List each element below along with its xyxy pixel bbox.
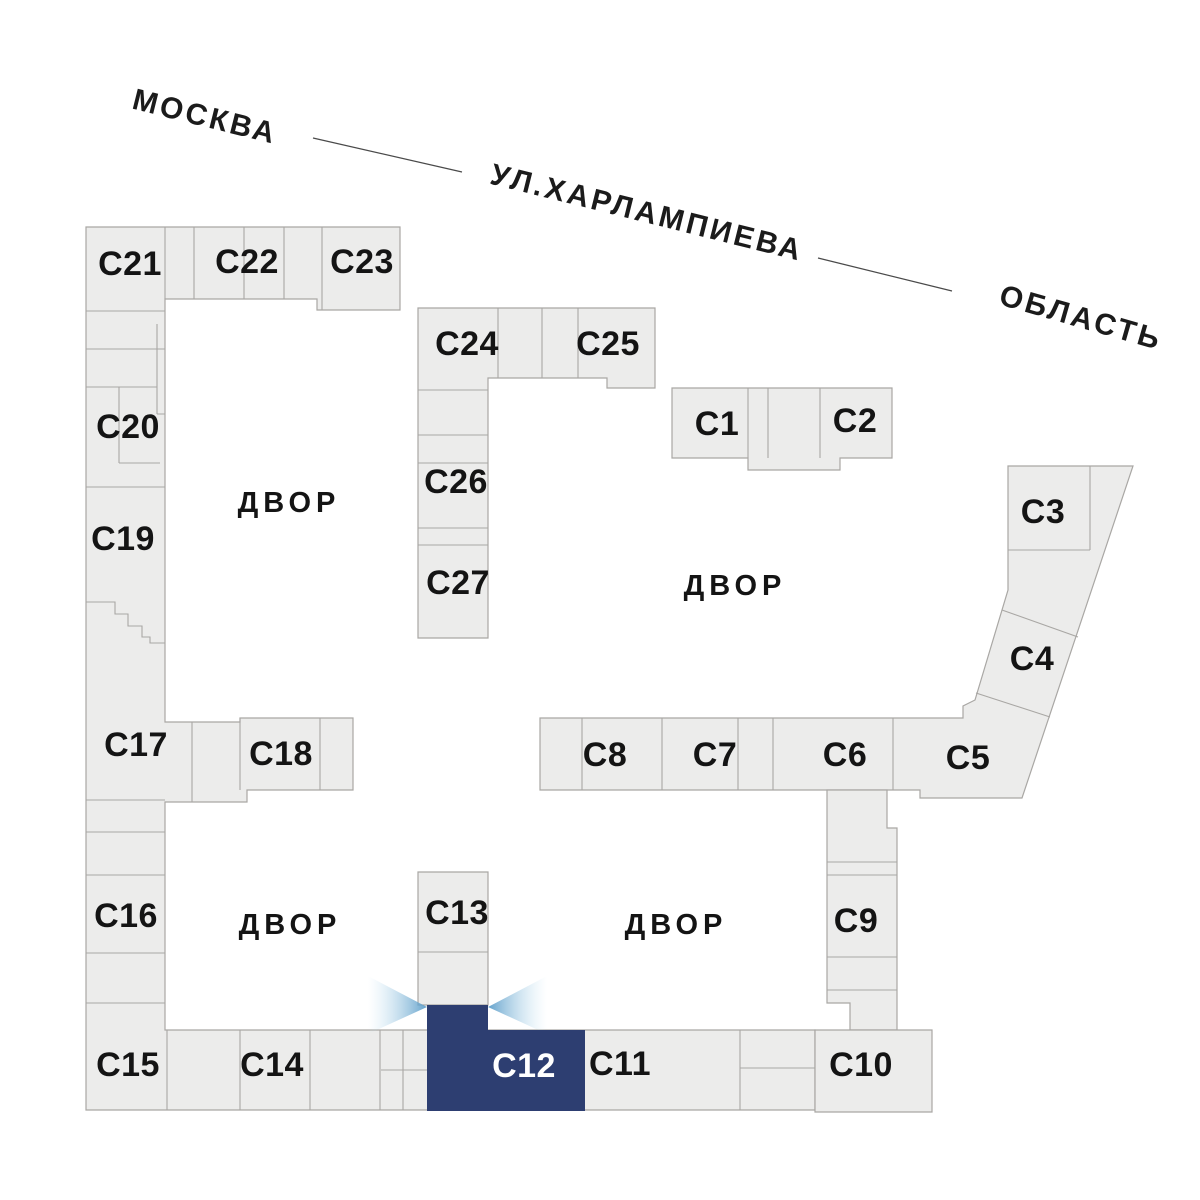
building-label-c10[interactable]: C10 xyxy=(829,1046,893,1084)
building-label-c1[interactable]: C1 xyxy=(695,405,739,443)
building-label-c6[interactable]: C6 xyxy=(823,736,867,774)
building-label-c25[interactable]: C25 xyxy=(576,325,640,363)
building-label-c5[interactable]: C5 xyxy=(946,739,990,777)
building-cluster-c1-c2-outline xyxy=(671,387,893,471)
street-label-moscow: МОСКВА xyxy=(129,83,281,151)
building-label-c8[interactable]: C8 xyxy=(583,736,627,774)
courtyard-labels: ДВОР ДВОР ДВОР ДВОР xyxy=(238,487,787,941)
beam-left xyxy=(368,976,427,1034)
building-c12-shape[interactable] xyxy=(427,1005,585,1111)
building-label-c3[interactable]: C3 xyxy=(1021,493,1065,531)
building-label-c18[interactable]: C18 xyxy=(249,735,313,773)
courtyard-label: ДВОР xyxy=(239,909,342,941)
courtyard-label: ДВОР xyxy=(684,570,787,602)
courtyard-label: ДВОР xyxy=(625,909,728,941)
building-label-c20[interactable]: C20 xyxy=(96,408,160,446)
beam-right xyxy=(488,976,547,1034)
building-label-c22[interactable]: C22 xyxy=(215,243,279,281)
building-label-c14[interactable]: C14 xyxy=(240,1046,304,1084)
building-c10-shape[interactable] xyxy=(814,1029,933,1113)
building-label-c23[interactable]: C23 xyxy=(330,243,394,281)
building-label-c11[interactable]: C11 xyxy=(589,1045,651,1083)
building-label-c17[interactable]: C17 xyxy=(104,726,168,764)
building-label-c21[interactable]: C21 xyxy=(98,245,162,283)
street-label-oblast: ОБЛАСТЬ xyxy=(996,279,1167,357)
building-label-c24[interactable]: C24 xyxy=(435,325,499,363)
building-label-c27[interactable]: C27 xyxy=(426,564,490,602)
building-label-c16[interactable]: C16 xyxy=(94,897,158,935)
building-label-c15[interactable]: C15 xyxy=(96,1046,160,1084)
building-label-c4[interactable]: C4 xyxy=(1010,640,1054,678)
section-divider-lines xyxy=(86,227,1091,1110)
building-label-c12[interactable]: C12 xyxy=(492,1047,556,1085)
building-label-c13[interactable]: C13 xyxy=(425,894,489,932)
building-label-c26[interactable]: C26 xyxy=(424,463,488,501)
building-label-c19[interactable]: C19 xyxy=(91,520,155,558)
selection-beams xyxy=(368,976,547,1034)
street-label-kharlampieva: УЛ.ХАРЛАМПИЕВА xyxy=(487,158,807,268)
building-label-c2[interactable]: C2 xyxy=(833,402,877,440)
building-label-c9[interactable]: C9 xyxy=(834,902,878,940)
building-c13-shape[interactable] xyxy=(417,871,489,1006)
building-shapes xyxy=(85,226,1134,1113)
courtyard-label: ДВОР xyxy=(238,487,341,519)
street-reference-line xyxy=(312,137,953,292)
building-label-c7[interactable]: C7 xyxy=(693,736,737,774)
